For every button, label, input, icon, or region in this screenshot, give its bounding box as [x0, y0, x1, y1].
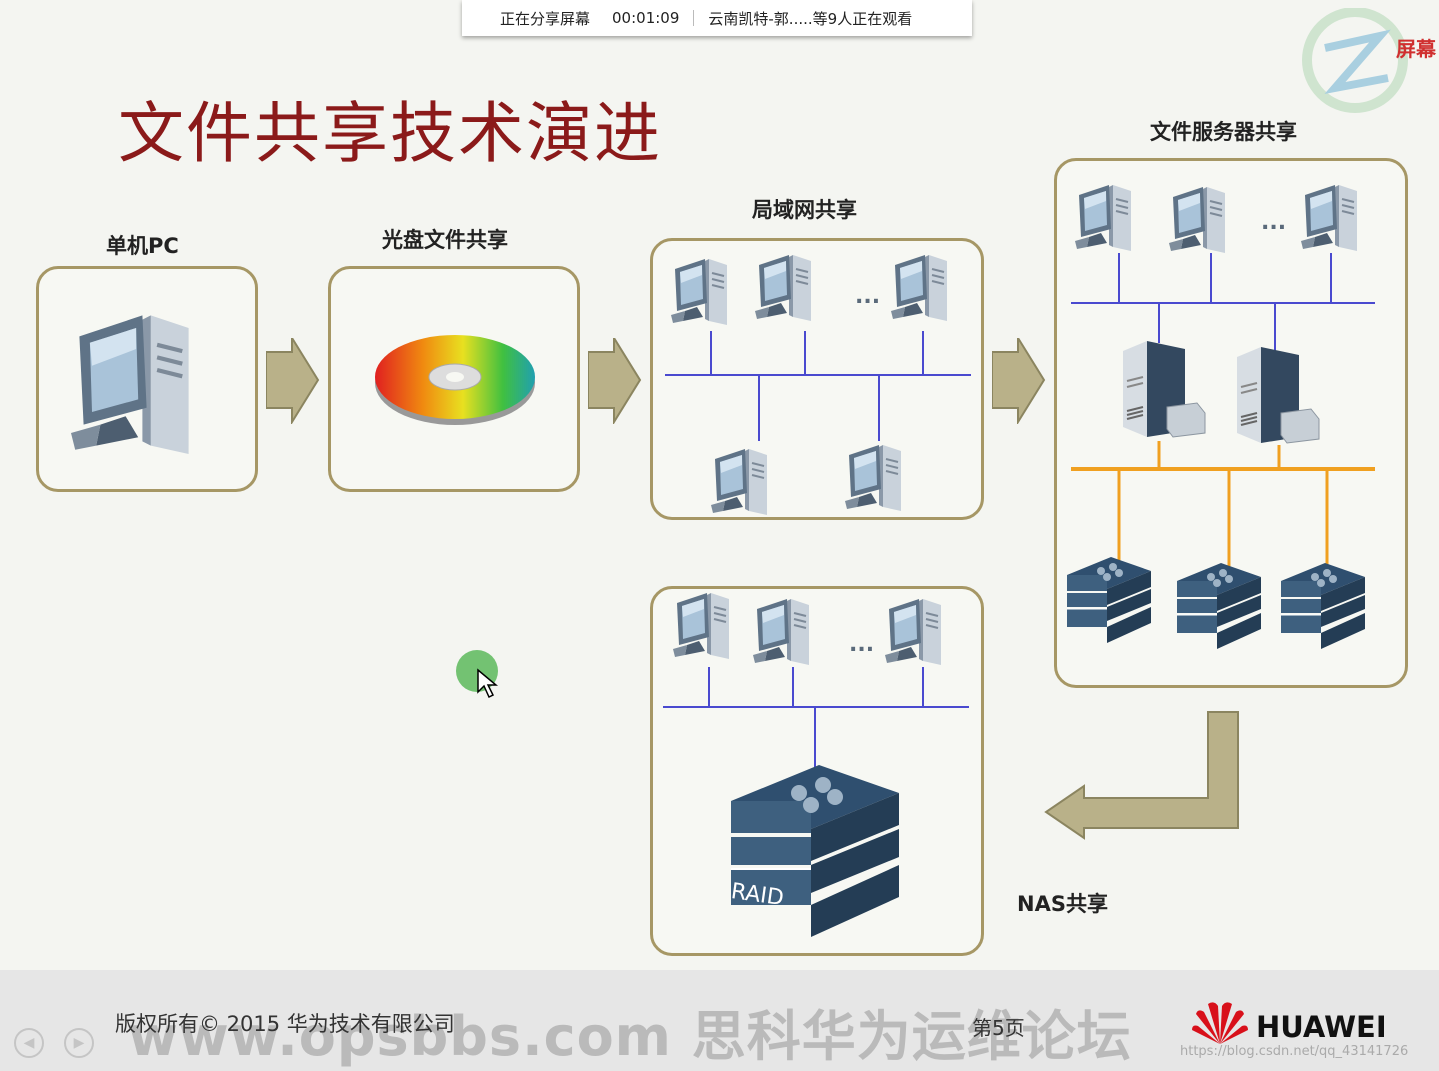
stage-label-file-server-sharing: 文件服务器共享	[1150, 120, 1297, 144]
computer-icon	[710, 448, 768, 516]
stage-box-file-server-sharing: ...	[1054, 158, 1408, 688]
stage-box-disc-sharing	[328, 266, 580, 492]
slide-footer	[0, 970, 1439, 1071]
stage-label-disc-sharing: 光盘文件共享	[382, 228, 508, 252]
ellipsis: ...	[855, 284, 880, 309]
screen-tab-label[interactable]: 屏幕	[1396, 37, 1436, 61]
arrow-right-icon	[266, 338, 319, 423]
presentation-logo-icon	[1302, 8, 1408, 113]
cursor-icon	[477, 668, 498, 699]
screen-share-status-bar: 正在分享屏幕 00:01:09 云南凯特-郭.....等9人正在观看	[462, 0, 972, 36]
stage-box-lan-sharing: ...	[650, 238, 984, 520]
prev-slide-button[interactable]: ◀	[14, 1028, 44, 1058]
cd-disc-icon	[375, 335, 535, 425]
raid-storage-icon	[1066, 556, 1152, 644]
footer-copyright: 版权所有© 2015 华为技术有限公司	[115, 1012, 455, 1036]
raid-storage-icon	[730, 764, 900, 938]
nas-diagram: ... RAID	[663, 592, 969, 938]
divider	[693, 10, 695, 26]
viewers-text[interactable]: 云南凯特-郭.....等9人正在观看	[708, 9, 913, 28]
arrow-right-icon	[588, 338, 641, 423]
computer-icon	[39, 269, 255, 489]
stage-label-nas-sharing: NAS共享	[1017, 892, 1108, 916]
computer-icon	[890, 254, 948, 322]
stage-label-standalone-pc: 单机PC	[106, 234, 179, 258]
stage-label-lan-sharing: 局域网共享	[752, 198, 857, 222]
raid-storage-icon	[1280, 562, 1366, 650]
computer-icon	[844, 444, 902, 512]
share-timer: 00:01:09	[612, 9, 680, 27]
huawei-logo-icon	[1192, 1002, 1248, 1044]
server-icon	[1122, 340, 1206, 438]
ellipsis: ...	[849, 632, 874, 657]
arrow-right-icon	[992, 338, 1045, 423]
share-status-text: 正在分享屏幕	[500, 9, 591, 28]
computer-icon	[670, 258, 728, 326]
computer-icon	[754, 254, 812, 322]
file-server-diagram: ...	[1066, 184, 1375, 650]
ellipsis: ...	[1261, 210, 1286, 235]
stage-box-nas-sharing: ... RAID	[650, 586, 984, 956]
blog-url-watermark: https://blog.csdn.net/qq_43141726	[1180, 1044, 1409, 1059]
stage-box-standalone-pc	[36, 266, 258, 492]
lan-network-diagram: ...	[665, 254, 971, 516]
footer-page-number: 第5页	[972, 1016, 1025, 1040]
watermark-text: www.opsbbs.com 思科华为运维论坛	[128, 1005, 1132, 1068]
arrow-left-icon	[1044, 711, 1239, 840]
slide-title: 文件共享技术演进	[118, 95, 662, 172]
huawei-brand-text: HUAWEI	[1256, 1010, 1387, 1044]
next-slide-button[interactable]: ▶	[64, 1028, 94, 1058]
server-icon	[1236, 346, 1320, 444]
raid-storage-icon	[1176, 562, 1262, 650]
